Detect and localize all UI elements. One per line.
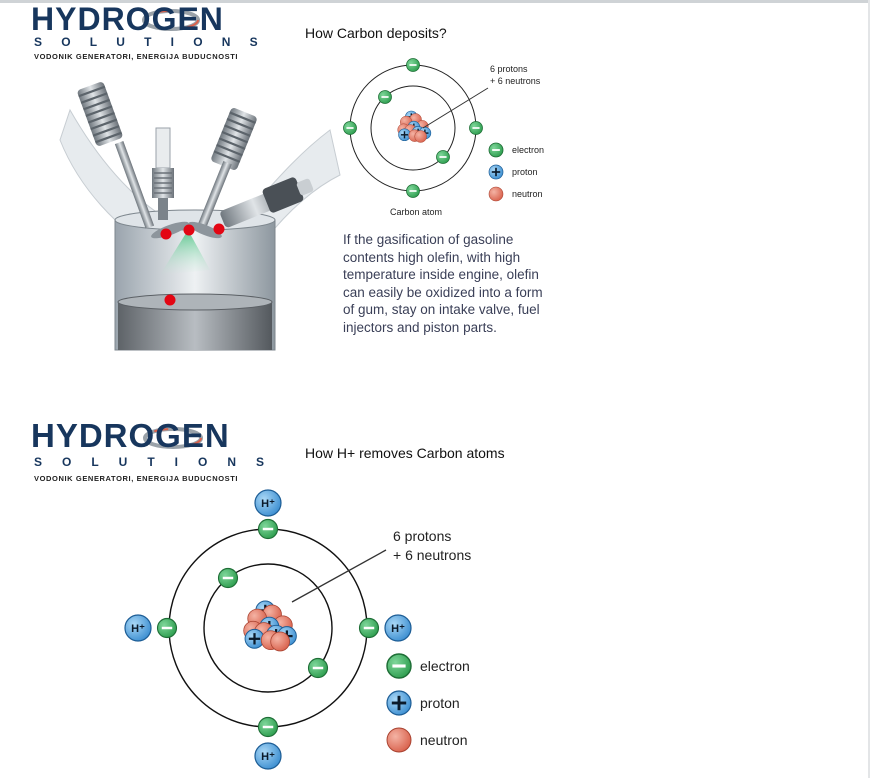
- svg-text:H⁺: H⁺: [261, 498, 275, 510]
- electron-icon: [358, 617, 380, 639]
- svg-text:H⁺: H⁺: [391, 623, 405, 635]
- electron-icon: [469, 121, 483, 135]
- nucleus-label-line2: + 6 neutrons: [490, 76, 541, 86]
- electron-icon: [257, 518, 279, 540]
- logo-tagline: VODONIK GENERATORI, ENERGIJA BUDUCNOSTI: [34, 52, 239, 61]
- nucleus-label-line1: 6 protons: [490, 64, 528, 74]
- logo-subtitle: SOLUTIONS: [34, 35, 277, 49]
- nucleus-pointer-line: [422, 87, 489, 129]
- legend-proton-label: proton: [512, 167, 538, 177]
- spark-plug: [152, 127, 174, 220]
- proton-icon: [488, 164, 504, 180]
- logo-ring-icon: [142, 9, 200, 31]
- hydrogen-ion-icon: H⁺: [254, 489, 282, 517]
- nucleus-label-line1: 6 protons: [393, 528, 451, 544]
- carbon-deposit-dot: [213, 223, 225, 235]
- neutron-icon: [488, 186, 504, 202]
- logo-tagline: VODONIK GENERATORI, ENERGIJA BUDUCNOSTI: [34, 474, 239, 483]
- electron-icon: [156, 617, 178, 639]
- neutron-icon: [414, 130, 427, 143]
- gasification-explanation: If the gasification of gasoline contents…: [343, 232, 543, 335]
- electron-icon: [257, 716, 279, 738]
- electron-icon: [307, 657, 329, 679]
- legend-neutron-label: neutron: [512, 189, 543, 199]
- logo-wordmark: HYDROGEN: [31, 417, 230, 454]
- carbon-deposit-dot: [160, 228, 172, 240]
- nucleus-pointer-line: [291, 549, 387, 603]
- window-right-border: [868, 0, 870, 778]
- logo-subtitle: SOLUTIONS: [34, 455, 285, 469]
- svg-text:H⁺: H⁺: [131, 623, 145, 635]
- legend-neutron-label: neutron: [420, 732, 467, 748]
- svg-text:H⁺: H⁺: [261, 751, 275, 763]
- hydrogen-ion-icon: H⁺: [254, 742, 282, 770]
- section2-title: How H+ removes Carbon atoms: [305, 445, 505, 461]
- inner-orbit: [370, 85, 456, 171]
- legend-proton-label: proton: [420, 695, 460, 711]
- electron-icon: [406, 184, 420, 198]
- logo-ring-icon: [143, 427, 203, 449]
- carbon-atom-diagram-large: H⁺ H⁺ H⁺ H⁺ 6 protons + 6 neutrons electron…: [124, 489, 471, 770]
- fuel-spray: [160, 230, 210, 275]
- neutron-icon: [270, 631, 290, 652]
- window-top-border: [0, 0, 870, 3]
- carbon-deposit-dot: [164, 294, 176, 306]
- legend-electron-label: electron: [420, 658, 470, 674]
- section1-title: How Carbon deposits?: [305, 25, 447, 41]
- electron-icon: [488, 142, 504, 158]
- engine-cylinder-illustration: [59, 82, 341, 351]
- electron-icon: [378, 90, 392, 104]
- fuel-injector: [220, 177, 314, 228]
- electron-icon: [217, 567, 239, 589]
- intake-valve: [77, 82, 189, 239]
- electron-icon: [406, 58, 420, 72]
- legend-electron-label: electron: [512, 145, 544, 155]
- atom-caption: Carbon atom: [390, 207, 442, 217]
- logo-wordmark: HYDROGEN: [31, 1, 224, 37]
- nucleus-label-line2: + 6 neutrons: [393, 547, 471, 563]
- neutron-icon: [386, 727, 412, 753]
- carbon-atom-diagram-small: 6 protons + 6 neutrons Carbon atom elect…: [343, 58, 544, 217]
- carbon-deposit-markers: [160, 223, 225, 306]
- carbon-deposit-dot: [183, 224, 195, 236]
- electron-icon: [386, 653, 412, 679]
- hydrogen-ion-icon: H⁺: [124, 614, 152, 642]
- electron-icon: [343, 121, 357, 135]
- hydrogen-ion-icon: H⁺: [384, 614, 412, 642]
- electron-icon: [436, 150, 450, 164]
- exhaust-valve: [188, 108, 257, 239]
- proton-icon: [386, 690, 412, 716]
- inner-orbit: [203, 563, 333, 693]
